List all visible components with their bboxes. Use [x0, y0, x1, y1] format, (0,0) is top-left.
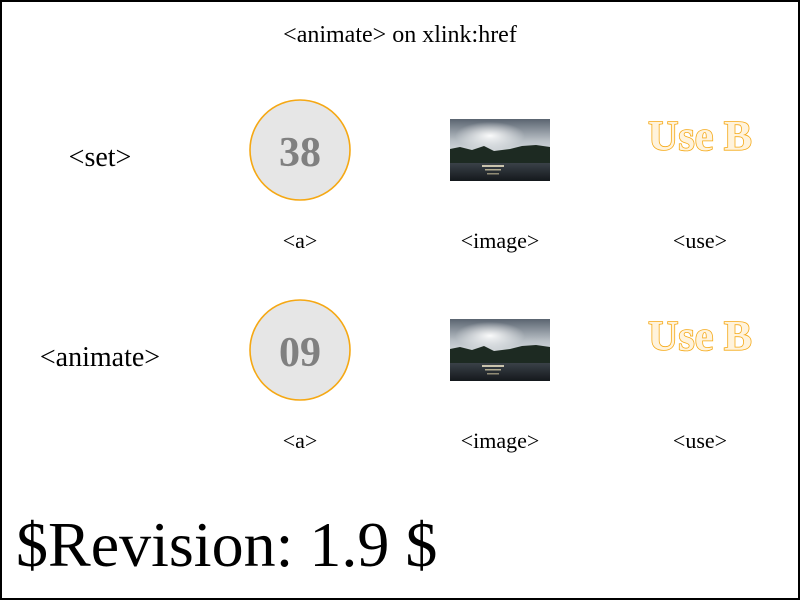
lake-image-animate [450, 319, 550, 381]
row-label-set: <set> [69, 142, 132, 173]
circle-icon [249, 299, 351, 401]
lake-image-set [450, 119, 550, 181]
column-label-a: <a> [283, 228, 318, 253]
row-animate: <animate> 09 Use B <a> <image> <use> [40, 299, 753, 453]
column-label-use: <use> [673, 428, 727, 453]
column-label-a: <a> [283, 428, 318, 453]
circle-icon [249, 99, 351, 201]
use-b-text-animate: Use B [648, 314, 752, 360]
use-b-text-set: Use B [648, 114, 752, 160]
row-set: <set> 38 Use B <a> <image> <use> [69, 99, 753, 253]
row-label-animate: <animate> [40, 342, 160, 373]
column-label-image: <image> [461, 228, 540, 253]
circle-number: 38 [279, 130, 321, 176]
column-label-image: <image> [461, 428, 540, 453]
circle-link-animate[interactable]: 09 [249, 299, 351, 401]
revision-text: $Revision: 1.9 $ [16, 509, 437, 580]
circle-link-set[interactable]: 38 [249, 99, 351, 201]
page-title: <animate> on xlink:href [283, 22, 517, 48]
column-label-use: <use> [673, 228, 727, 253]
circle-number: 09 [279, 330, 321, 376]
